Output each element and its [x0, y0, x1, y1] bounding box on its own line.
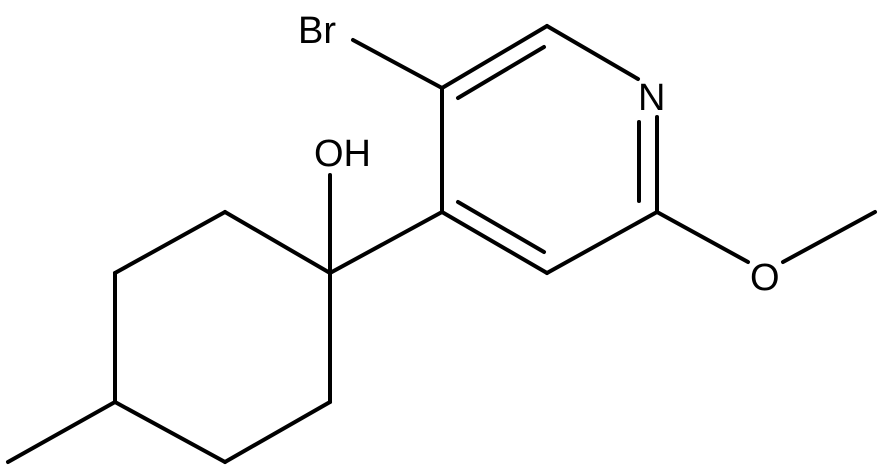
pyridine-ring [440, 24, 659, 275]
bond-c3-c4-inner [456, 200, 546, 254]
hydroxyl-label: OH [314, 133, 371, 175]
bond-c4-c5-ring [113, 400, 227, 464]
bond-c4-methyl [6, 400, 117, 464]
bond-o-ch3 [781, 210, 877, 264]
bond-c5-c6-ring [223, 400, 332, 464]
bromine-label: Br [298, 10, 336, 52]
nitrogen-label: N [638, 77, 665, 119]
bond-c5-c6-inner [456, 45, 546, 100]
cyclohexane-ring [113, 210, 332, 464]
bond-c1-c2-ring [223, 210, 332, 275]
methoxy-oxygen-label: O [750, 257, 780, 299]
bond-c3-c4 [440, 210, 549, 275]
bond-c2-c3 [545, 210, 659, 275]
bond-c5-br [351, 38, 444, 90]
bond-c2-o [655, 210, 750, 264]
bond-c5-c6 [440, 24, 549, 90]
bond-c2-c3-ring [113, 210, 227, 275]
bond-c4-cyclohexyl [328, 210, 444, 275]
bond-c6-n1 [545, 24, 640, 81]
